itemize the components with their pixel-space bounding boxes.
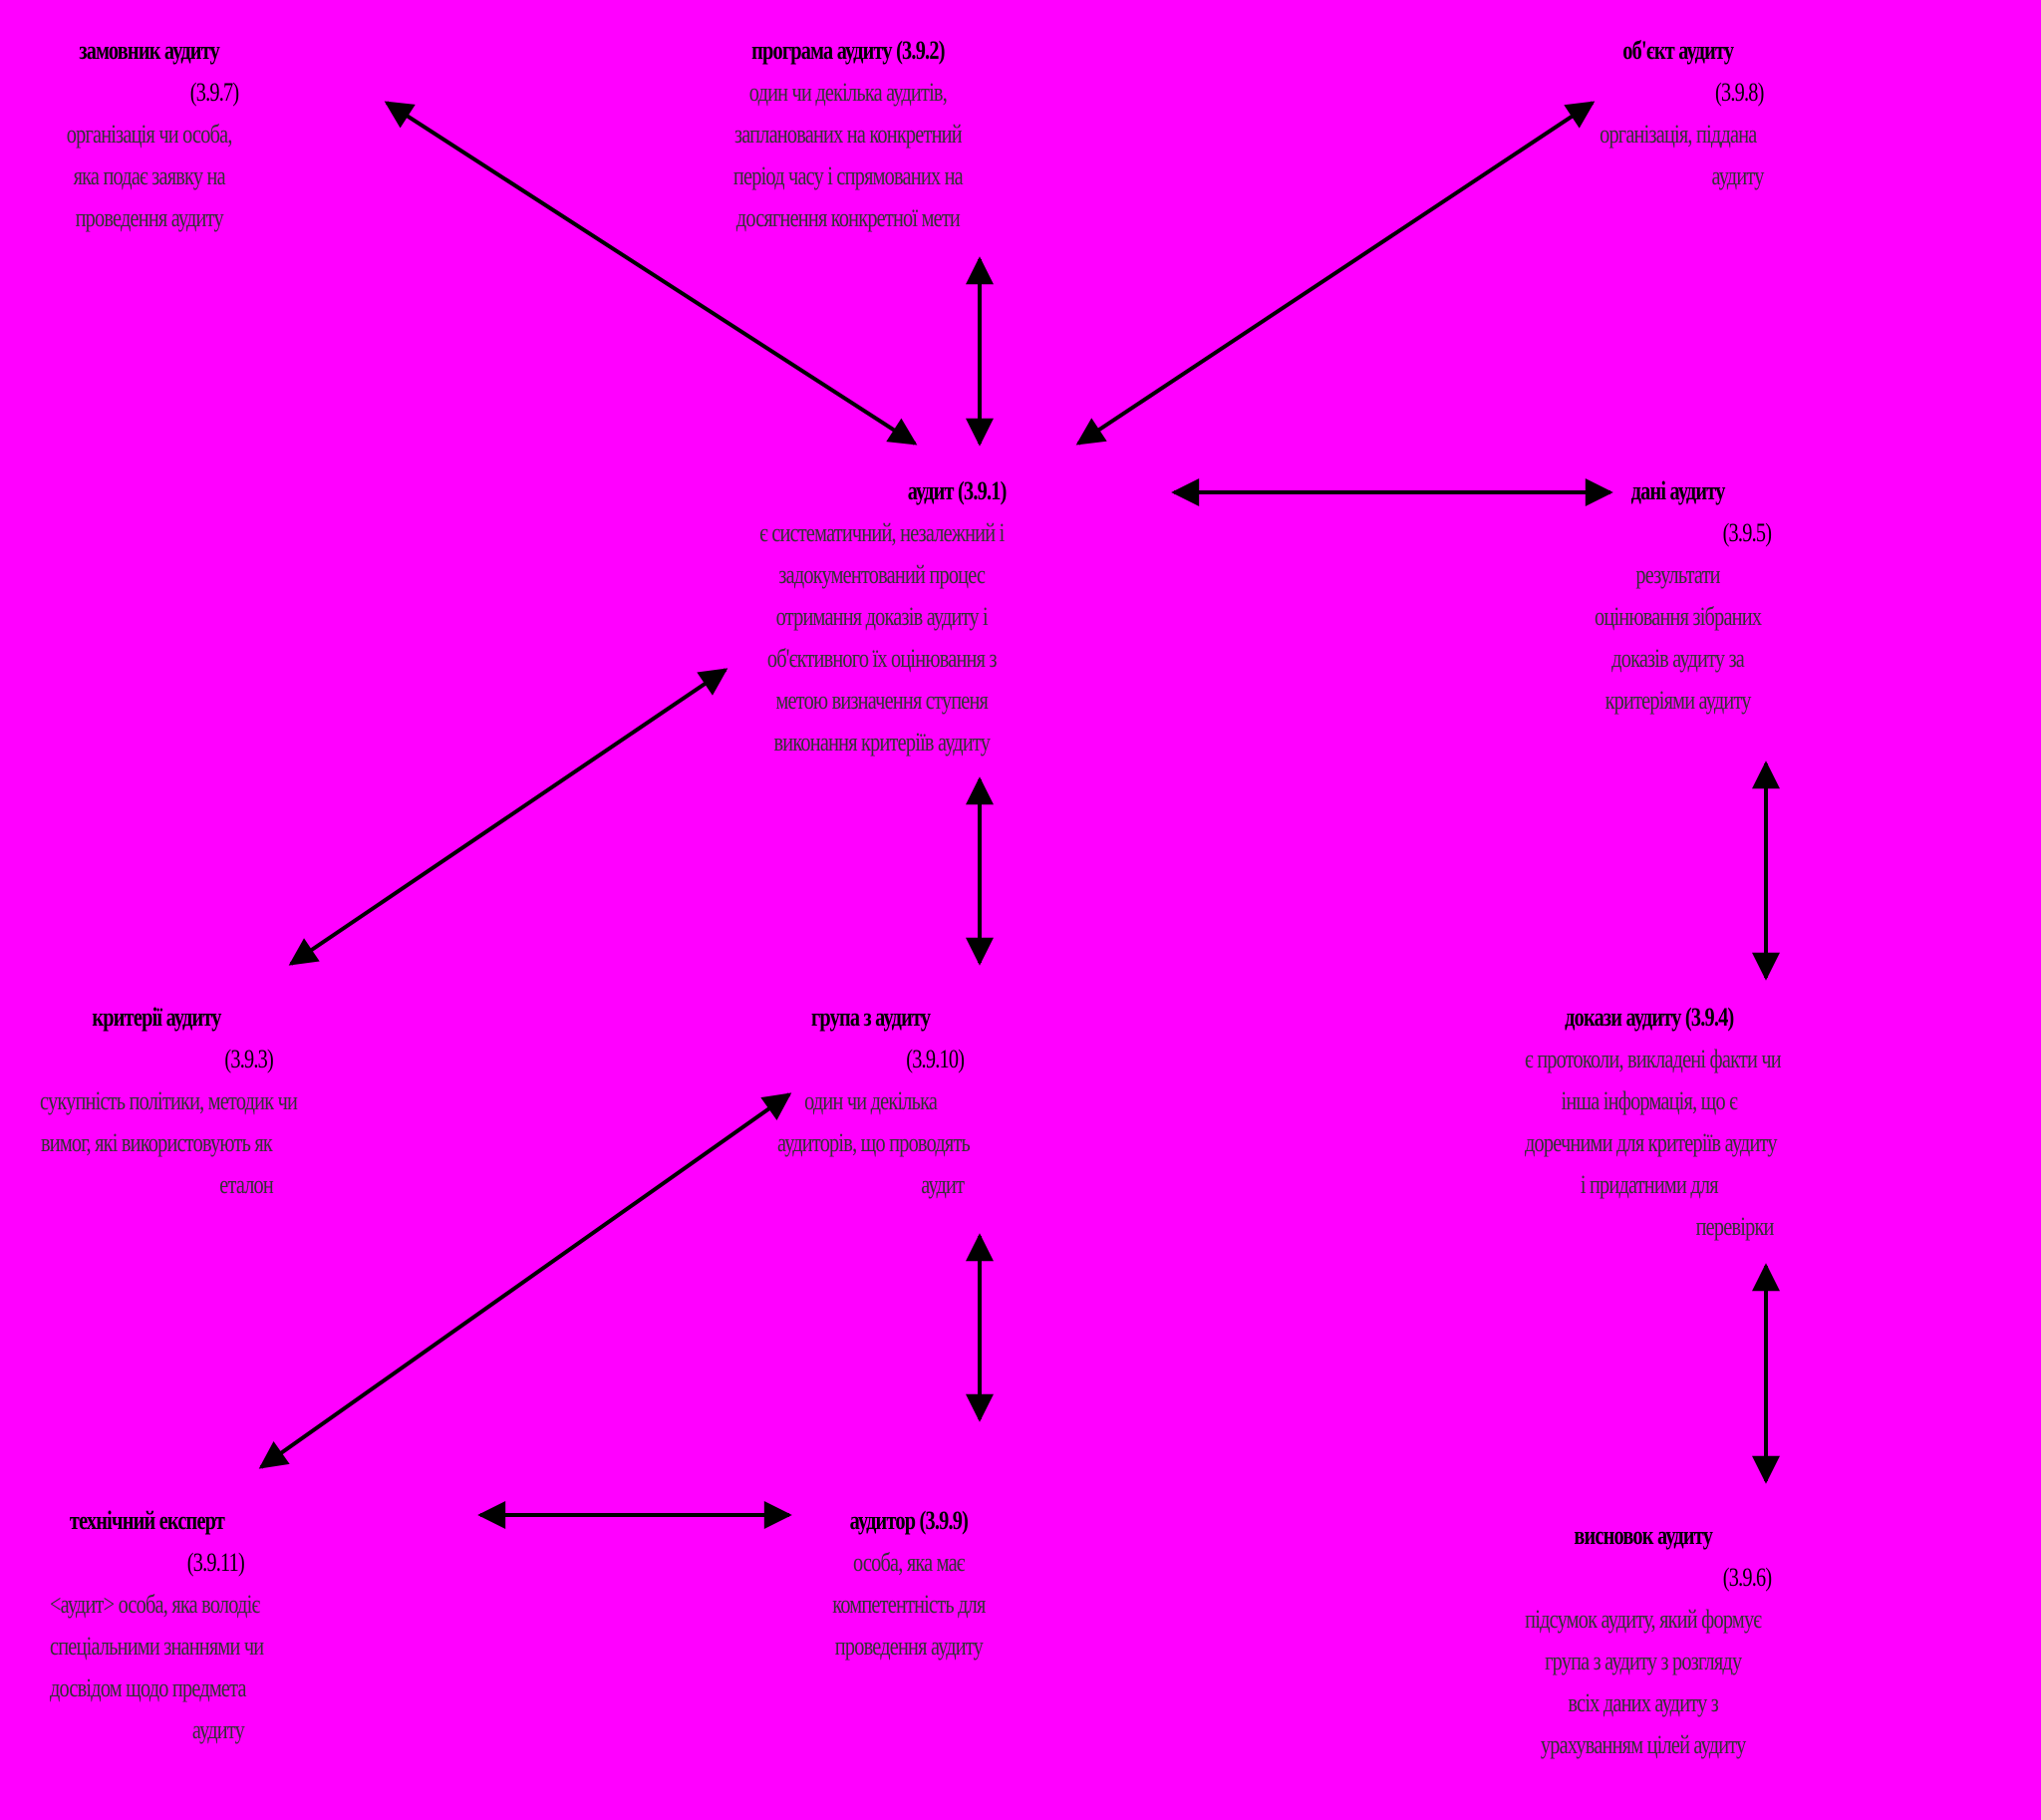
node-title: технічний експерт (69, 1506, 225, 1535)
node-audit-team: група з аудиту (3.9.10) один чи декілька… (777, 997, 971, 1206)
node-desc-line: спеціальними знаннями чи (50, 1632, 264, 1661)
arrow-customer-audit (384, 101, 918, 446)
node-desc-line: еталон (219, 1170, 274, 1199)
node-desc-line: проведення аудиту (834, 1632, 984, 1661)
node-audit-conclusion: висновок аудиту (3.9.6) підсумок аудиту,… (1515, 1515, 1772, 1766)
node-desc-line: перевірки (1695, 1212, 1775, 1241)
node-audit: аудит (3.9.1) є систематичний, незалежни… (757, 470, 1007, 763)
node-code: (3.9.10) (906, 1045, 965, 1073)
node-desc-line: доречними для критеріїв аудиту (1525, 1128, 1777, 1157)
node-desc-line: урахуванням цілей аудиту (1540, 1730, 1746, 1759)
node-code: (3.9.3) (224, 1045, 273, 1073)
node-audit-criteria: критерії аудиту (3.9.3) сукупність політ… (40, 997, 298, 1206)
node-desc-line: є протоколи, викладені факти чи (1525, 1045, 1782, 1073)
node-desc-line: проведення аудиту (75, 203, 224, 232)
node-title: критерії аудиту (92, 1003, 221, 1032)
node-desc-line: організація чи особа, (66, 120, 233, 149)
node-audit-customer: замовник аудиту (3.9.7) організація чи о… (60, 30, 239, 239)
node-desc-line: <аудит> особа, яка володіє (50, 1590, 260, 1619)
node-title: об'єкт аудиту (1622, 36, 1734, 65)
node-audit-evidence: докази аудиту (3.9.4) є протоколи, викла… (1525, 997, 1782, 1248)
node-desc-line: результати (1635, 560, 1720, 589)
node-desc-line: доказів аудиту за (1611, 644, 1745, 673)
node-desc-line: яка подає заявку на (73, 161, 226, 190)
arrow-object-audit (1075, 101, 1596, 446)
node-title: дані аудиту (1630, 476, 1726, 505)
node-title: група з аудиту (810, 1003, 931, 1032)
node-audit-findings: дані аудиту (3.9.5) результати оцінюванн… (1585, 470, 1772, 722)
node-desc-line: і придатними для (1580, 1170, 1719, 1199)
node-auditor: аудитор (3.9.9) особа, яка має компетент… (827, 1500, 991, 1668)
node-desc-line: один чи декілька аудитів, (748, 78, 948, 107)
node-code: (3.9.6) (1722, 1563, 1772, 1592)
node-code: (3.9.8) (1714, 78, 1764, 107)
node-desc-line: задокументований процес (778, 560, 986, 589)
node-title: програма аудиту (3.9.2) (751, 36, 945, 65)
node-desc-line: особа, яка має (853, 1548, 965, 1577)
node-desc-line: аудиту (191, 1715, 245, 1744)
node-desc-line: оцінювання зібраних (1595, 602, 1762, 631)
arrow-team-expert (258, 1092, 792, 1469)
node-audit-object: об'єкт аудиту (3.9.8) організація, підда… (1593, 30, 1764, 197)
arrow-audit-criteria (288, 668, 729, 966)
node-desc-line: період часу і спрямованих на (732, 161, 964, 190)
node-technical-expert: технічний експерт (3.9.11) <аудит> особа… (50, 1500, 264, 1751)
node-title: аудит (3.9.1) (907, 476, 1008, 505)
node-desc-line: досягнення конкретної мети (735, 203, 961, 232)
node-title: аудитор (3.9.9) (849, 1506, 969, 1535)
node-desc-line: всіх даних аудиту з (1568, 1688, 1718, 1717)
node-title: висновок аудиту (1574, 1521, 1713, 1550)
node-code: (3.9.5) (1722, 518, 1772, 547)
node-desc-line: аудиту (1711, 161, 1765, 190)
node-desc-line: запланованих на конкретний (733, 120, 963, 149)
node-desc-line: сукупність політики, методик чи (40, 1086, 298, 1115)
node-desc-line: об'єктивного їх оцінювання з (766, 644, 998, 673)
node-desc-line: аудит (921, 1170, 965, 1199)
node-title: докази аудиту (3.9.4) (1565, 1003, 1734, 1032)
node-desc-line: отримання доказів аудиту і (775, 602, 989, 631)
node-code: (3.9.11) (186, 1548, 245, 1577)
node-code: (3.9.7) (189, 78, 239, 107)
node-desc-line: один чи декілька (804, 1086, 938, 1115)
node-desc-line: метою визначення ступеня (775, 686, 989, 715)
node-desc-line: організація, піддана (1600, 120, 1757, 149)
node-desc-line: аудиторів, що проводять (777, 1128, 971, 1157)
node-title: замовник аудиту (79, 36, 219, 65)
node-desc-line: є систематичний, незалежний і (759, 518, 1005, 547)
node-desc-line: виконання критеріїв аудиту (773, 728, 991, 757)
node-desc-line: компетентність для (832, 1590, 986, 1619)
node-audit-program: програма аудиту (3.9.2) один чи декілька… (728, 30, 969, 239)
node-desc-line: інша інформація, що є (1561, 1086, 1738, 1115)
node-desc-line: група з аудиту з розгляду (1545, 1647, 1742, 1675)
node-desc-line: вимог, які використовують як (40, 1128, 273, 1157)
node-desc-line: підсумок аудиту, який формує (1525, 1605, 1762, 1634)
node-desc-line: критеріями аудиту (1604, 686, 1752, 715)
node-desc-line: досвідом щодо предмета (50, 1673, 246, 1702)
